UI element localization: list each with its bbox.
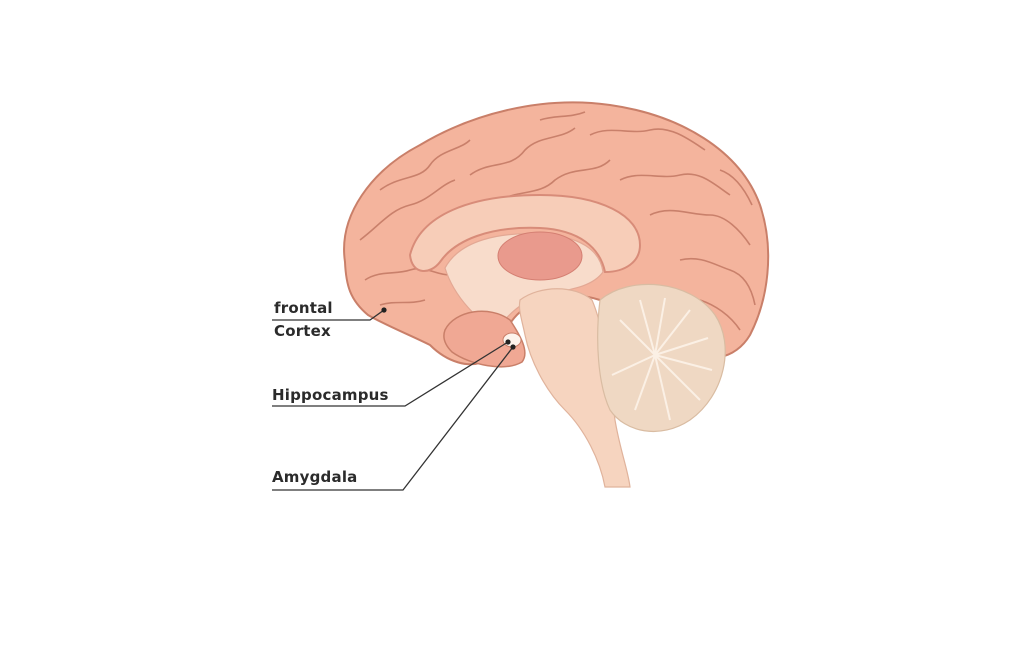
- dot-frontal: [381, 307, 387, 313]
- temporal-lobe: [443, 310, 526, 368]
- cerebellum-arbor: [611, 297, 713, 421]
- leader-frontal-cortex: [272, 309, 385, 321]
- dot-amygdala: [510, 344, 516, 350]
- thalamus: [497, 231, 583, 281]
- leader-hippocampus: [272, 341, 509, 407]
- dot-hippocampus: [505, 339, 511, 345]
- leader-amygdala: [272, 346, 514, 491]
- frontal-cortex-label-line1: frontal: [274, 299, 333, 317]
- frontal-cortex-label-line2: Cortex: [274, 322, 331, 340]
- corpus-callosum: [408, 193, 642, 274]
- cerebellum: [597, 283, 726, 433]
- gyri-folds: [359, 111, 756, 331]
- hippocampus-label: Hippocampus: [272, 386, 389, 404]
- amygdala-label: Amygdala: [272, 468, 358, 486]
